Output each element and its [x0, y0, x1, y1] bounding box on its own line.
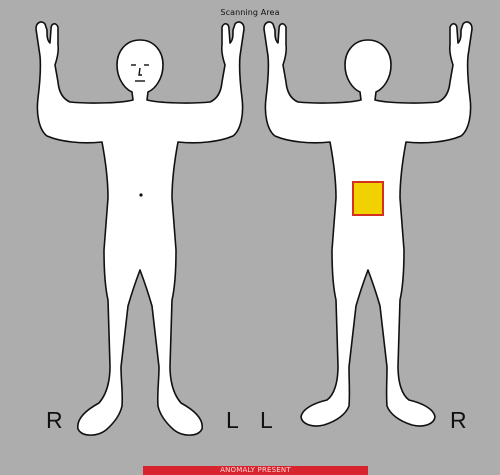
back-left-side-label: L: [260, 409, 273, 432]
front-body-figure: [36, 22, 244, 435]
front-right-side-label: L: [226, 409, 239, 432]
anomaly-status-banner: ANOMALY PRESENT: [143, 466, 368, 475]
front-left-side-label: R: [46, 409, 63, 432]
anomaly-marker[interactable]: [353, 182, 383, 215]
navel-dot: [139, 193, 142, 196]
back-right-side-label: R: [450, 409, 467, 432]
back-body-figure: [264, 22, 472, 426]
